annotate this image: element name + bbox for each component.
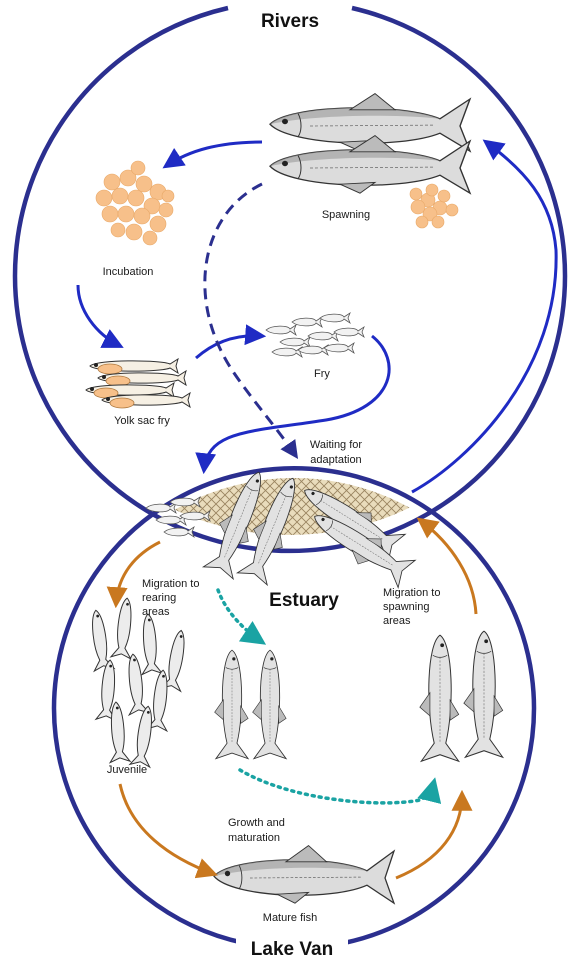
juvenile-school xyxy=(86,597,191,767)
spawning-migrant-fish-right xyxy=(464,631,503,757)
label-migration-spawning-line3: areas xyxy=(383,615,411,627)
label-migration-spawning-line1: Migration to xyxy=(383,587,440,599)
arrow-incubation-to-yolk-sac-fry xyxy=(78,285,120,346)
arrow-spawning-dashed-to-estuary xyxy=(205,184,296,456)
label-migration-rearing-line3: areas xyxy=(142,606,170,618)
rearing-fish-left xyxy=(215,650,248,759)
region-label-estuary: Estuary xyxy=(269,590,339,611)
label-mature-fish: Mature fish xyxy=(263,912,317,924)
label-spawning: Spawning xyxy=(322,209,370,221)
label-growth-line1: Growth and xyxy=(228,817,285,829)
label-fry: Fry xyxy=(314,368,330,380)
rearing-fish-right xyxy=(253,650,286,759)
spawned-eggs xyxy=(410,184,458,228)
label-growth-line2: maturation xyxy=(228,832,280,844)
spawning-migrant-fish-left xyxy=(420,635,459,761)
fry-school xyxy=(266,313,364,357)
label-waiting-line2: adaptation xyxy=(310,454,361,466)
label-waiting-line1: Waiting for xyxy=(310,439,363,451)
region-label-lake-van: Lake Van xyxy=(251,939,333,960)
label-juvenile: Juvenile xyxy=(107,764,147,776)
incubating-eggs xyxy=(96,161,174,245)
label-yolk-sac-fry: Yolk sac fry xyxy=(114,415,170,427)
arrow-spawning-to-incubation xyxy=(166,142,262,166)
mature-fish xyxy=(214,846,394,904)
label-migration-rearing-line1: Migration to xyxy=(142,578,199,590)
arrow-migrants-to-estuary xyxy=(420,520,476,614)
dotted-arrow-rearing-to-spawning-migrants xyxy=(240,770,434,803)
arrow-yolk-sac-fry-to-fry xyxy=(196,336,262,358)
spawning-fish-lower xyxy=(270,136,470,194)
yolk-sac-fry-group xyxy=(86,359,190,408)
region-label-rivers: Rivers xyxy=(261,11,319,32)
label-migration-rearing-line2: rearing xyxy=(142,592,176,604)
label-incubation: Incubation xyxy=(103,266,154,278)
arrow-mature-to-spawning-migrants xyxy=(396,794,462,878)
dotted-arrow-to-rearing-fish xyxy=(218,590,262,642)
arrow-juvenile-to-mature xyxy=(120,784,214,874)
label-migration-spawning-line2: spawning xyxy=(383,601,429,613)
